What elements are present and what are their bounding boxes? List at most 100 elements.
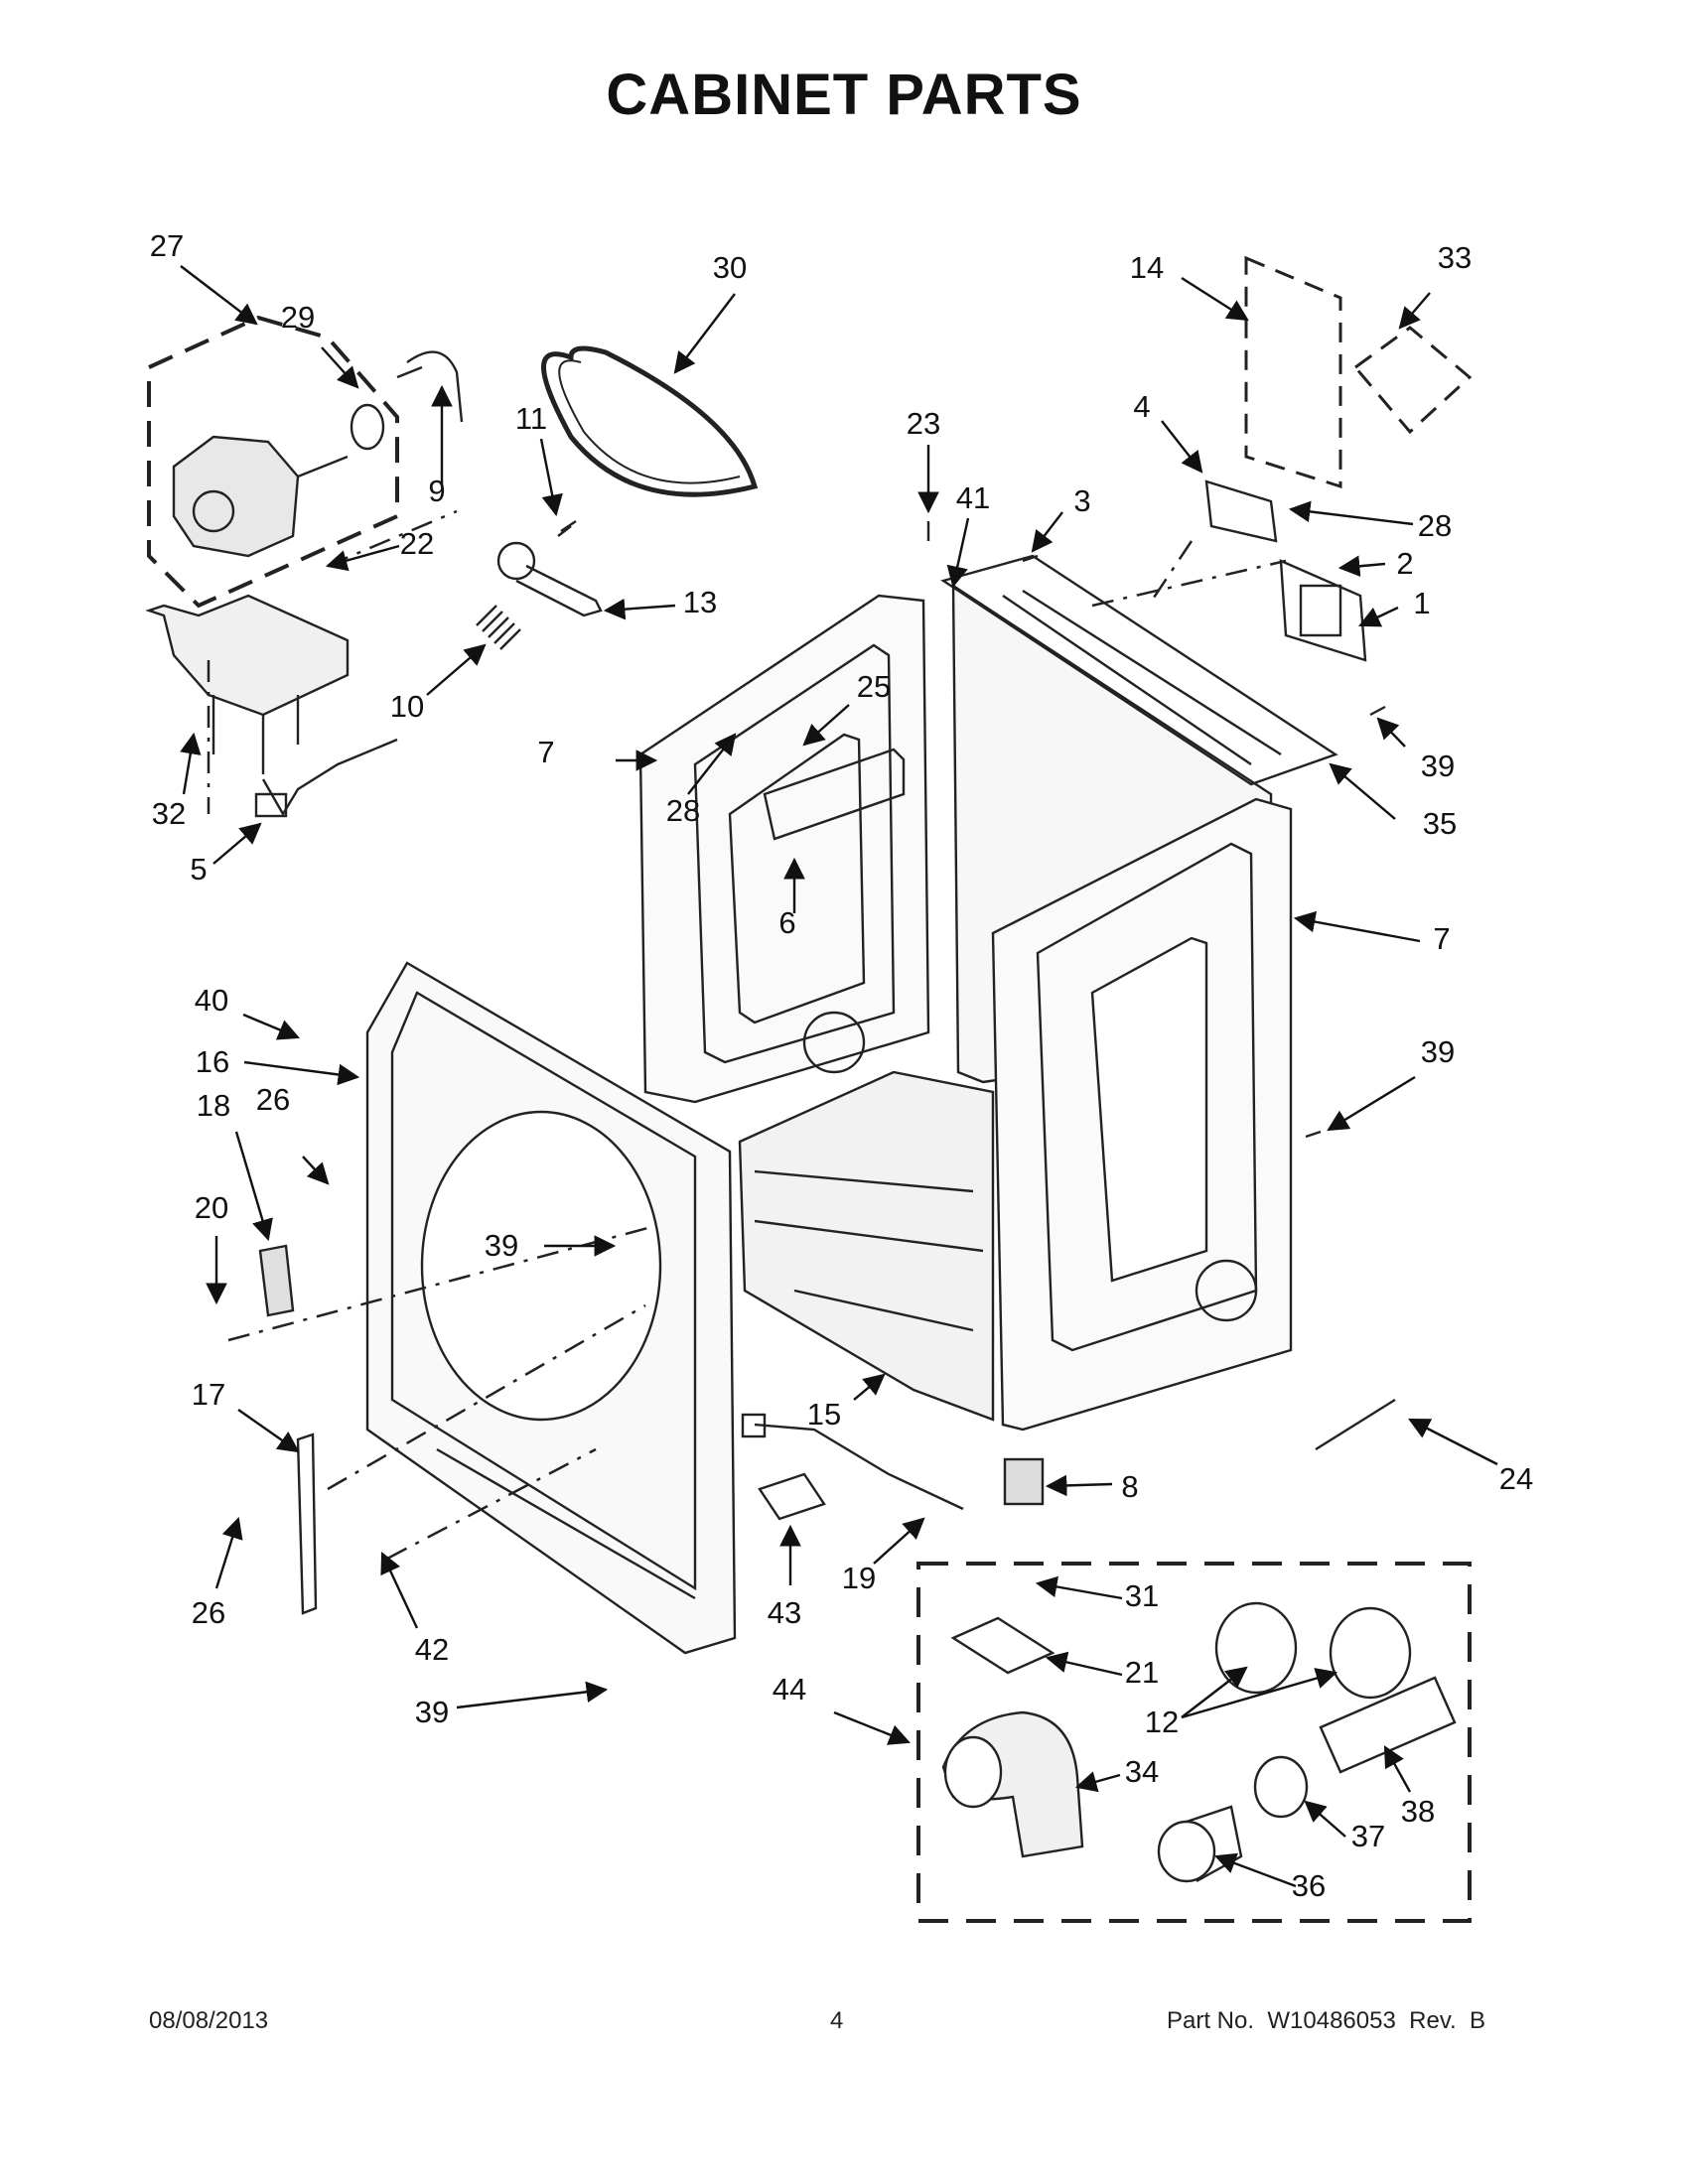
arrow-41 [946,517,970,589]
motor-mount [145,594,350,717]
arrow-39-bottom [456,1681,609,1709]
callout-label-13: 13 [683,585,717,619]
arrow-32 [180,732,202,795]
clamp-36 [1157,1820,1216,1883]
arrow-39-left [242,1013,300,1040]
tube-38 [1319,1676,1457,1774]
arrow-30 [673,293,736,374]
brace-6 [763,748,906,841]
callout-label-33: 33 [1438,240,1472,275]
callout-label-23: 23 [907,406,940,441]
callout-label-5: 5 [190,852,207,887]
callout-label-24: 24 [1499,1461,1533,1496]
footer-date: 08/08/2013 [149,2007,269,2034]
motor-group-dashed-box [147,315,399,609]
arrow-31 [1035,1575,1123,1600]
motor-clamp [396,350,464,423]
arrow-5 [212,822,262,865]
arrow-4 [1161,420,1203,474]
callout-label-29: 29 [281,300,315,335]
callout-label-22: 22 [400,526,434,561]
callout-label-6: 6 [778,905,795,940]
callout-label-26: 26 [256,1082,290,1117]
footer-page-number: 4 [830,2007,844,2034]
callout-label-9: 9 [428,474,445,508]
screw-39-right [1369,705,1386,717]
motor-harness [261,738,398,817]
callout-label-7: 7 [537,735,554,769]
arrow-12-b [1181,1668,1338,1719]
screw-3 [1022,554,1039,563]
callout-label-40: 40 [195,983,228,1018]
arrow-16 [234,1131,273,1242]
callout-label-39: 39 [415,1695,449,1729]
arrow-25 [802,704,850,747]
arrow-7-right [1293,910,1421,943]
arrow-39-a [1376,717,1406,748]
callout-label-19: 19 [842,1561,876,1595]
part-drawings [145,255,1473,1923]
terminal-group-dashed-box [1244,255,1342,489]
arrow-19 [873,1517,925,1565]
callout-label-31: 31 [1125,1578,1159,1613]
callout-label-39: 39 [1421,749,1455,783]
callout-label-26: 26 [192,1595,225,1630]
arrow-29 [321,346,359,389]
screw-39-side [1305,1130,1322,1139]
base-15 [738,1070,995,1422]
end-cap-b [1329,1606,1412,1700]
harness-19 [754,1423,964,1511]
arrow-35 [1329,762,1396,820]
callout-label-4: 4 [1133,389,1150,424]
arrow-18 [302,1156,330,1185]
arrow-39-b [1327,1075,1416,1132]
footer-part-number: Part No. W10486053 Rev. B [1167,2007,1486,2034]
arrow-37 [1304,1800,1346,1838]
callout-label-25: 25 [857,669,891,704]
callout-label-18: 18 [197,1088,230,1123]
lint-screen [758,1472,826,1521]
callout-label-35: 35 [1423,806,1457,841]
screw-24 [1315,1398,1396,1451]
arrow-11 [539,438,563,517]
arrow-13 [603,598,676,620]
hinge-bar [296,1433,318,1615]
callout-label-20: 20 [195,1190,228,1225]
callout-label-8: 8 [1121,1469,1138,1504]
arrow-17 [237,1409,300,1453]
arrow-3 [1031,511,1063,553]
arrow-12-a [1181,1666,1248,1718]
top-bracket-35 [940,554,1338,786]
callout-label-32: 32 [152,796,186,831]
arrow-1 [1358,606,1399,627]
callout-label-38: 38 [1401,1794,1435,1829]
arrow-40 [243,1060,360,1086]
callout-label-21: 21 [1125,1655,1159,1690]
callout-label-11: 11 [515,401,547,436]
arrow-38 [1383,1745,1412,1793]
arrow-14 [1181,276,1249,322]
terminal-block-4 [1204,479,1278,543]
arrow-26-bottom [214,1516,243,1589]
callout-label-2: 2 [1396,546,1413,581]
arrow-28 [1288,500,1414,526]
callout-label-34: 34 [1125,1754,1159,1789]
arrow-24 [1408,1418,1498,1466]
arrow-33 [1398,292,1431,330]
arrow-44 [833,1710,912,1745]
arrow-2 [1337,555,1386,578]
arrow-28-left [687,733,737,795]
callout-label-12: 12 [1145,1705,1179,1739]
callout-label-43: 43 [768,1595,801,1630]
callout-label-3: 3 [1073,483,1090,518]
idler-arm [496,541,603,617]
exhaust-kit-dashed-box [916,1562,1472,1923]
callout-label-37: 37 [1351,1819,1385,1853]
drive-motor [172,435,349,558]
callout-label-44: 44 [773,1672,806,1706]
callout-label-14: 14 [1130,250,1164,285]
drive-belt [541,345,759,497]
callout-label-27: 27 [150,228,184,263]
idler-pulley [350,403,385,451]
